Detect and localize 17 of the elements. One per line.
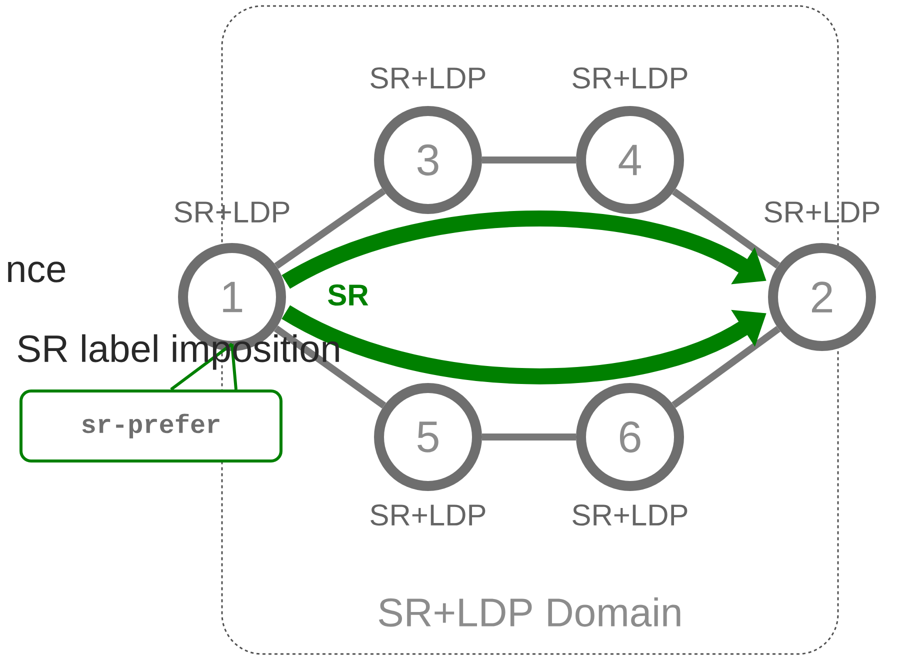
- link-line: [482, 156, 576, 164]
- callout-box: sr-prefer: [20, 390, 282, 462]
- router-label: SR+LDP: [174, 201, 290, 223]
- edge-label: SR: [328, 284, 368, 306]
- domain-label: SR+LDP Domain: [378, 597, 680, 627]
- link-line: [672, 326, 780, 408]
- router-label: SR+LDP: [370, 67, 486, 89]
- router-label: SR+LDP: [572, 504, 688, 526]
- router-label: SR+LDP: [764, 201, 880, 223]
- annotation-text: nce: [8, 262, 66, 282]
- node-label: 2: [812, 282, 832, 312]
- link-line: [274, 188, 386, 269]
- router-label: SR+LDP: [572, 67, 688, 89]
- link-line: [482, 434, 576, 440]
- router-label: SR+LDP: [370, 504, 486, 526]
- link-line: [274, 326, 386, 408]
- link-line: [672, 188, 780, 268]
